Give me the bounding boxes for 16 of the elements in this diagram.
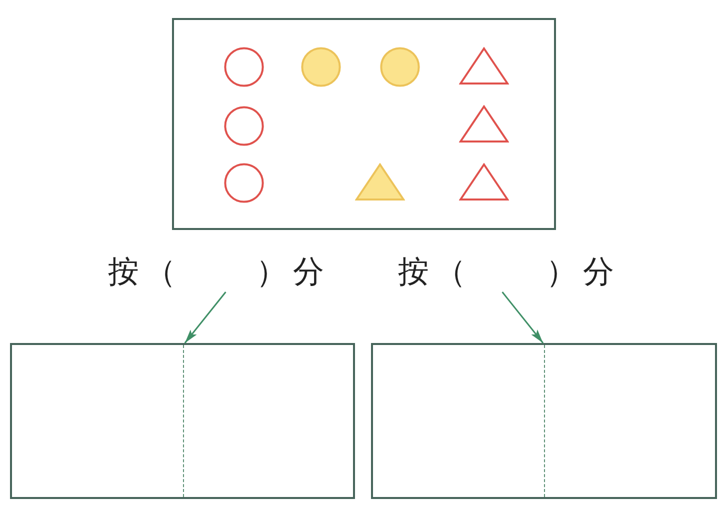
answer-box [10, 343, 355, 499]
answer-box [371, 343, 717, 499]
triangle-icon [459, 105, 509, 143]
triangle-icon [459, 163, 509, 201]
circle-icon [224, 47, 264, 87]
prompt-text: 按（ ）分 [398, 253, 620, 291]
circle-icon [224, 163, 264, 203]
circle-icon [301, 47, 341, 87]
arrow [502, 292, 544, 344]
arrow [184, 292, 226, 344]
prompt-text: 按（ ）分 [108, 253, 330, 291]
shapes-panel [172, 18, 556, 230]
triangle-icon [355, 163, 405, 201]
circle-icon [224, 106, 264, 146]
triangle-icon [459, 47, 509, 85]
circle-icon [380, 47, 420, 87]
